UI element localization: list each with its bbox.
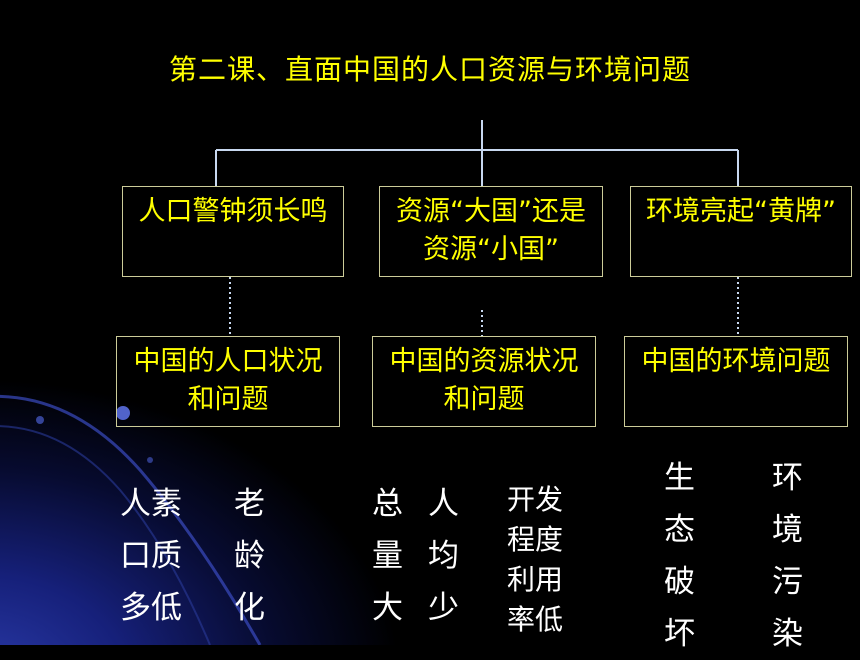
node-resources: 资源“大国”还是资源“小国” xyxy=(379,186,603,277)
tree-connectors xyxy=(215,120,739,336)
node-environment: 环境亮起“黄牌” xyxy=(630,186,852,277)
node-environment-status: 中国的环境问题 xyxy=(624,336,848,427)
leaf-total-large: 总 量 大 xyxy=(372,486,403,626)
leaf-aging: 老 龄 化 xyxy=(234,486,265,626)
node-label: 人口警钟须长鸣 xyxy=(138,196,328,227)
leaf-development-utilization-low: 开发 程度 利用 率低 xyxy=(507,483,564,636)
page-title: 第二课、直面中国的人口资源与环境问题 xyxy=(168,53,691,86)
leaf-large-population-low-quality: 人素 口质 多低 xyxy=(120,486,182,626)
node-label: 中国的环境问题 xyxy=(641,346,831,377)
leaf-ecological-damage: 生 态 破 坏 xyxy=(664,460,695,652)
leaf-per-capita-low: 人 均 少 xyxy=(428,486,459,626)
background-glow xyxy=(0,0,860,645)
node-population-alarm: 人口警钟须长鸣 xyxy=(122,186,344,277)
node-label: 中国的资源状况和问题 xyxy=(389,346,579,415)
leaf-environmental-pollution: 环 境 污 染 xyxy=(772,460,803,652)
node-population-status: 中国的人口状况和问题 xyxy=(116,336,340,427)
node-resource-status: 中国的资源状况和问题 xyxy=(372,336,596,427)
node-label: 资源“大国”还是资源“小国” xyxy=(396,196,586,265)
node-label: 中国的人口状况和问题 xyxy=(133,346,323,415)
background-arc-decoration xyxy=(0,394,262,645)
node-label: 环境亮起“黄牌” xyxy=(646,196,836,227)
